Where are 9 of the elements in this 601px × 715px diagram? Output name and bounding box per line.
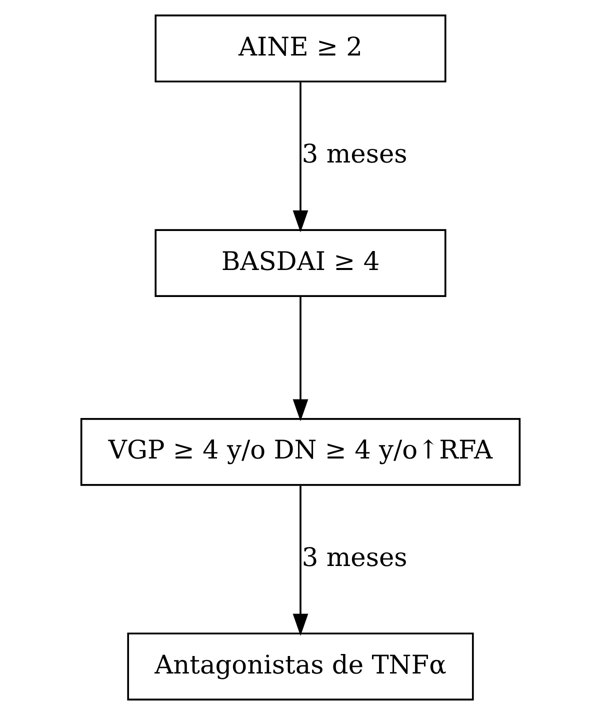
edge-label: 3 meses bbox=[302, 543, 408, 574]
arrow bbox=[292, 296, 308, 422]
node-box: VGP ≥ 4 y/o DN ≥ 4 y/o↑RFA bbox=[80, 418, 521, 486]
node-box: Antagonistas de TNFα bbox=[127, 632, 474, 700]
node-box: AINE ≥ 2 bbox=[154, 14, 446, 82]
edge-label: 3 meses bbox=[302, 140, 408, 170]
node-box: BASDAI ≥ 4 bbox=[154, 229, 446, 297]
arrow bbox=[292, 486, 308, 636]
arrow bbox=[292, 82, 308, 232]
